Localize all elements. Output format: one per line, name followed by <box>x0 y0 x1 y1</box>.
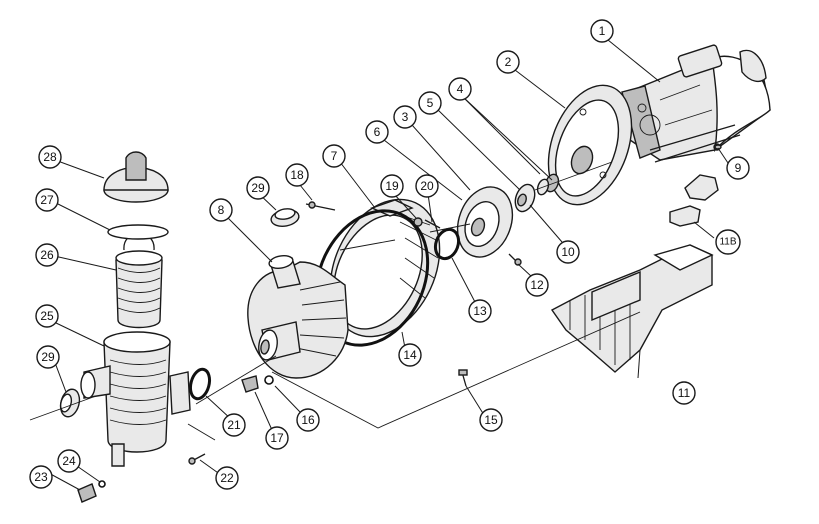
callout-label: 4 <box>457 82 464 96</box>
callout-label: 18 <box>290 168 304 182</box>
callout-label: 5 <box>427 96 434 110</box>
motor <box>621 44 771 163</box>
impeller-housing-ring <box>329 198 441 338</box>
callout-7: 7 <box>322 144 346 168</box>
callout-label: 10 <box>561 245 575 259</box>
strainer-lid <box>103 151 169 203</box>
callout-23: 23 <box>29 465 53 489</box>
callout-label: 7 <box>331 149 338 163</box>
callout-label: 11 <box>678 386 691 400</box>
callout-25: 25 <box>35 304 59 328</box>
seal-plate <box>547 84 633 206</box>
pump-housing <box>247 255 349 379</box>
callout-label: 26 <box>40 248 54 262</box>
callout-13: 13 <box>468 299 492 323</box>
strainer-pot <box>80 331 191 467</box>
callout-label: 2 <box>505 55 512 69</box>
callout-14: 14 <box>398 343 422 367</box>
callout-21: 21 <box>222 413 246 437</box>
callout-2: 2 <box>496 50 520 74</box>
leader-lines <box>44 39 729 491</box>
strainer-o-ring <box>188 367 212 401</box>
bolt <box>424 219 441 229</box>
callout-28: 28 <box>38 145 62 169</box>
callout-11b: 11B <box>715 229 741 255</box>
callout-1: 1 <box>590 19 614 43</box>
callout-8: 8 <box>209 198 233 222</box>
union-connector-left <box>59 388 81 418</box>
pot-drain-plug <box>77 483 97 503</box>
diffuser-screw <box>508 253 522 266</box>
callout-label: 11B <box>719 237 736 248</box>
washer <box>413 217 423 227</box>
callout-17: 17 <box>265 426 289 450</box>
callout-5: 5 <box>418 91 442 115</box>
motor-support-base <box>550 244 714 373</box>
callout-16: 16 <box>296 408 320 432</box>
callout-label: 6 <box>374 125 381 139</box>
pot-o-ring <box>98 480 106 488</box>
callout-18: 18 <box>285 163 309 187</box>
callout-label: 16 <box>301 413 315 427</box>
callout-label: 12 <box>530 278 544 292</box>
callout-label: 24 <box>62 454 76 468</box>
drain-plug <box>241 375 274 393</box>
callout-27: 27 <box>35 188 59 212</box>
diffuser-o-ring <box>433 227 461 261</box>
callout-29-left: 29 <box>36 345 60 369</box>
lid-o-ring <box>107 224 169 240</box>
callout-label: 20 <box>420 179 434 193</box>
callout-label: 13 <box>473 304 487 318</box>
callout-12: 12 <box>525 273 549 297</box>
motor-screw <box>714 144 722 150</box>
callout-label: 27 <box>40 193 54 207</box>
callout-label: 14 <box>403 348 417 362</box>
callout-label: 25 <box>40 309 54 323</box>
callout-label: 21 <box>227 418 241 432</box>
callout-10: 10 <box>556 240 580 264</box>
callout-label: 3 <box>402 110 409 124</box>
callout-label: 22 <box>220 471 234 485</box>
callout-label: 23 <box>34 470 48 484</box>
callout-label: 28 <box>43 150 57 164</box>
callout-label: 29 <box>251 181 265 195</box>
assembly-axis-lines <box>29 161 641 441</box>
callout-label: 19 <box>385 179 399 193</box>
motor-support-clip <box>669 174 719 227</box>
callout-11: 11 <box>672 381 696 405</box>
callout-label: 1 <box>599 24 606 38</box>
diffuser <box>456 186 514 258</box>
callout-26: 26 <box>35 243 59 267</box>
callout-label: 8 <box>218 203 225 217</box>
callout-label: 17 <box>270 431 284 445</box>
callout-label: 9 <box>735 161 742 175</box>
union-connector-top <box>270 208 300 227</box>
callout-3: 3 <box>393 105 417 129</box>
callout-24: 24 <box>57 449 81 473</box>
callout-22: 22 <box>215 466 239 490</box>
pot-screw <box>188 453 206 465</box>
callout-4: 4 <box>448 77 472 101</box>
callout-15: 15 <box>479 408 503 432</box>
base-screw <box>458 369 468 387</box>
callout-label: 29 <box>41 350 55 364</box>
strainer-basket <box>115 233 163 329</box>
ground-wire-pin <box>305 201 336 211</box>
callout-label: 15 <box>484 413 498 427</box>
shaft-seal-parts <box>514 173 560 213</box>
callout-29-top: 29 <box>246 176 270 200</box>
callout-20: 20 <box>415 174 439 198</box>
callout-19: 19 <box>380 174 404 198</box>
callout-9: 9 <box>726 156 750 180</box>
callout-6: 6 <box>365 120 389 144</box>
